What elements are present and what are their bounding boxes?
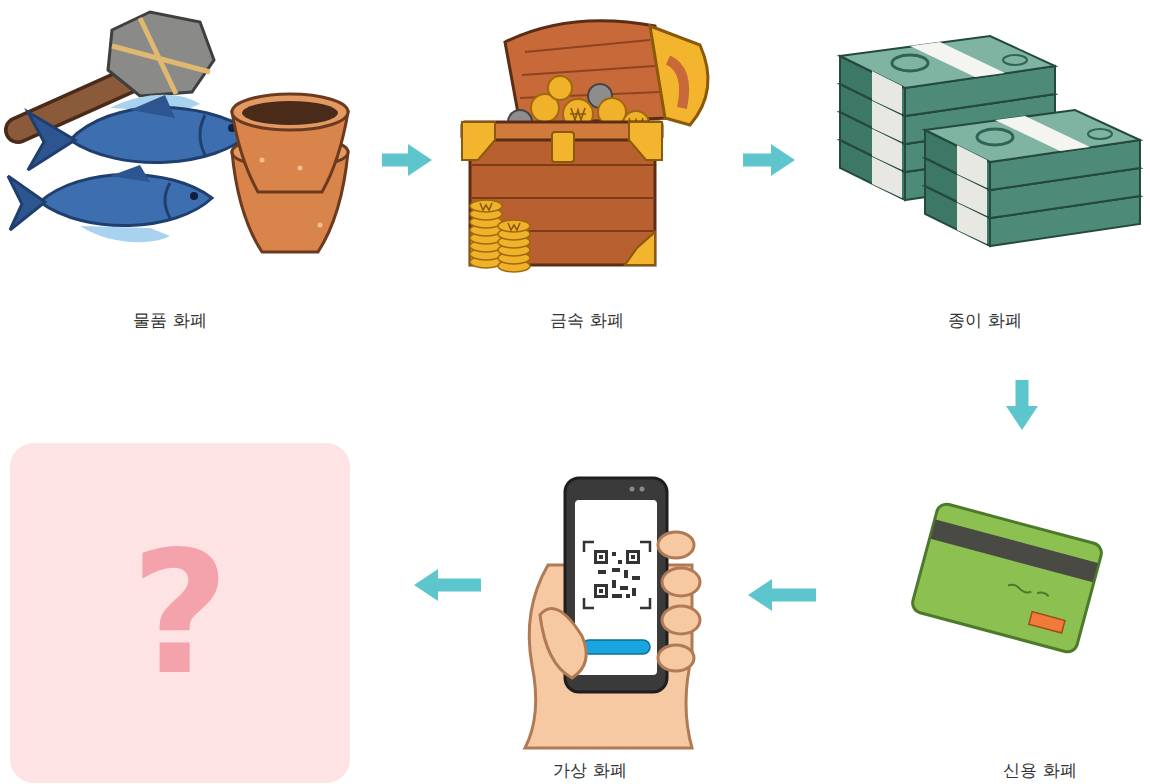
- barter-goods-part: [112, 18, 210, 94]
- phone-in-hand-part: [540, 532, 700, 678]
- stage-caption: 물품 화폐: [133, 308, 206, 332]
- phone-in-hand-part: [629, 553, 637, 561]
- barter-goods-part: [70, 107, 252, 162]
- banknote-stacks-part: [925, 110, 1140, 190]
- credit-card-part: [1008, 584, 1050, 599]
- barter-goods-part: [28, 112, 75, 170]
- phone-in-hand-part: [626, 550, 640, 564]
- phone-in-hand-part: [626, 594, 630, 598]
- phone-in-hand-part: [612, 552, 616, 556]
- phone-in-hand-part: [540, 608, 586, 678]
- flow-arrow: [772, 589, 816, 602]
- phone-in-hand-part: [630, 487, 635, 492]
- phone-in-hand-part: [599, 555, 603, 559]
- phone-in-hand-part: [662, 568, 700, 596]
- mystery-box: ?: [10, 443, 350, 783]
- currency-stage: 종이 화폐: [799, 20, 1145, 376]
- treasure-chest-part: [629, 122, 662, 160]
- barter-goods-part: [110, 165, 150, 182]
- barter-goods-part: [8, 176, 45, 230]
- treasure-chest-part: [470, 200, 530, 272]
- phone-in-hand-part: [584, 542, 650, 608]
- barter-goods-part: [190, 192, 198, 200]
- treasure-chest-part: [470, 132, 655, 265]
- phone-in-hand: [525, 478, 700, 748]
- banknote-stacks: [840, 36, 1140, 246]
- phone-in-hand-part: [632, 588, 636, 596]
- flow-arrow: [743, 154, 771, 167]
- barter-goods-part: [40, 174, 212, 225]
- phone-in-hand-part: [632, 576, 640, 580]
- barter-goods-part: [130, 95, 175, 118]
- treasure-chest-part: [480, 203, 492, 210]
- treasure-chest-part: [552, 132, 574, 162]
- treasure-chest-part: [625, 232, 655, 265]
- phone-in-hand-part: [658, 645, 694, 671]
- stage-caption: 가상 화폐: [553, 758, 626, 782]
- treasure-chest: [462, 21, 708, 272]
- stage-caption: 신용 화폐: [1003, 758, 1076, 782]
- phone-in-hand-part: [599, 589, 603, 593]
- currency-stage: 가상 화폐: [485, 440, 744, 784]
- barter-goods-part: [232, 94, 348, 130]
- phone-in-hand-part: [631, 555, 635, 559]
- phone-in-hand-part: [620, 586, 628, 590]
- barter-goods-part: [108, 12, 214, 96]
- stage-caption: 종이 화폐: [948, 308, 1021, 332]
- phone-in-hand-part: [612, 580, 616, 588]
- phone-in-hand-part: [658, 532, 694, 558]
- treasure-chest-part: [508, 223, 520, 230]
- treasure-chest-part: [498, 220, 530, 232]
- barter-goods-part: [242, 101, 338, 125]
- phone-in-hand-part: [640, 487, 645, 492]
- phone-in-hand-part: [599, 555, 635, 593]
- phone-in-hand-part: [594, 550, 608, 564]
- credit-card-part: [910, 502, 1103, 654]
- phone-in-hand-part: [582, 640, 650, 654]
- phone-in-hand-part: [612, 568, 620, 572]
- barter-goods-part: [165, 183, 170, 218]
- currency-stage: 금속 화폐: [436, 50, 739, 350]
- phone-in-hand-part: [598, 570, 606, 574]
- barter-goods: [8, 12, 348, 252]
- flow-arrow: [1016, 380, 1029, 406]
- credit-card-part: [931, 520, 1098, 583]
- phone-in-hand-part: [594, 584, 608, 598]
- treasure-chest-part: [668, 60, 684, 108]
- currency-stage: 신용 화폐: [820, 434, 1145, 784]
- phone-in-hand-part: [594, 550, 640, 598]
- treasure-chest-part: [470, 200, 502, 212]
- credit-card: [910, 502, 1103, 654]
- stage-caption: 금속 화폐: [550, 308, 623, 332]
- phone-in-hand-part: [597, 553, 605, 561]
- phone-in-hand-part: [624, 570, 628, 578]
- banknote-stacks-part: [840, 36, 1055, 116]
- treasure-chest-part: [548, 76, 572, 100]
- treasure-chest-part: [462, 122, 495, 160]
- phone-in-hand-part: [612, 594, 622, 598]
- treasure-chest-part: [570, 108, 586, 120]
- phone-in-hand-part: [618, 560, 622, 564]
- phone-in-hand-part: [662, 606, 700, 634]
- barter-goods-part: [298, 166, 303, 171]
- barter-goods-part: [318, 223, 323, 228]
- flow-arrow: [382, 154, 408, 167]
- phone-in-hand-part: [597, 587, 605, 595]
- credit-card-part: [1029, 612, 1065, 633]
- barter-goods-part: [200, 115, 205, 155]
- phone-in-hand-part: [597, 553, 637, 595]
- treasure-chest-part: [650, 26, 708, 125]
- question-mark: ?: [131, 528, 230, 698]
- flow-arrow: [438, 579, 481, 592]
- currency-stage: 물품 화폐: [0, 50, 378, 350]
- barter-goods-part: [260, 158, 265, 163]
- barter-goods-part: [80, 226, 170, 242]
